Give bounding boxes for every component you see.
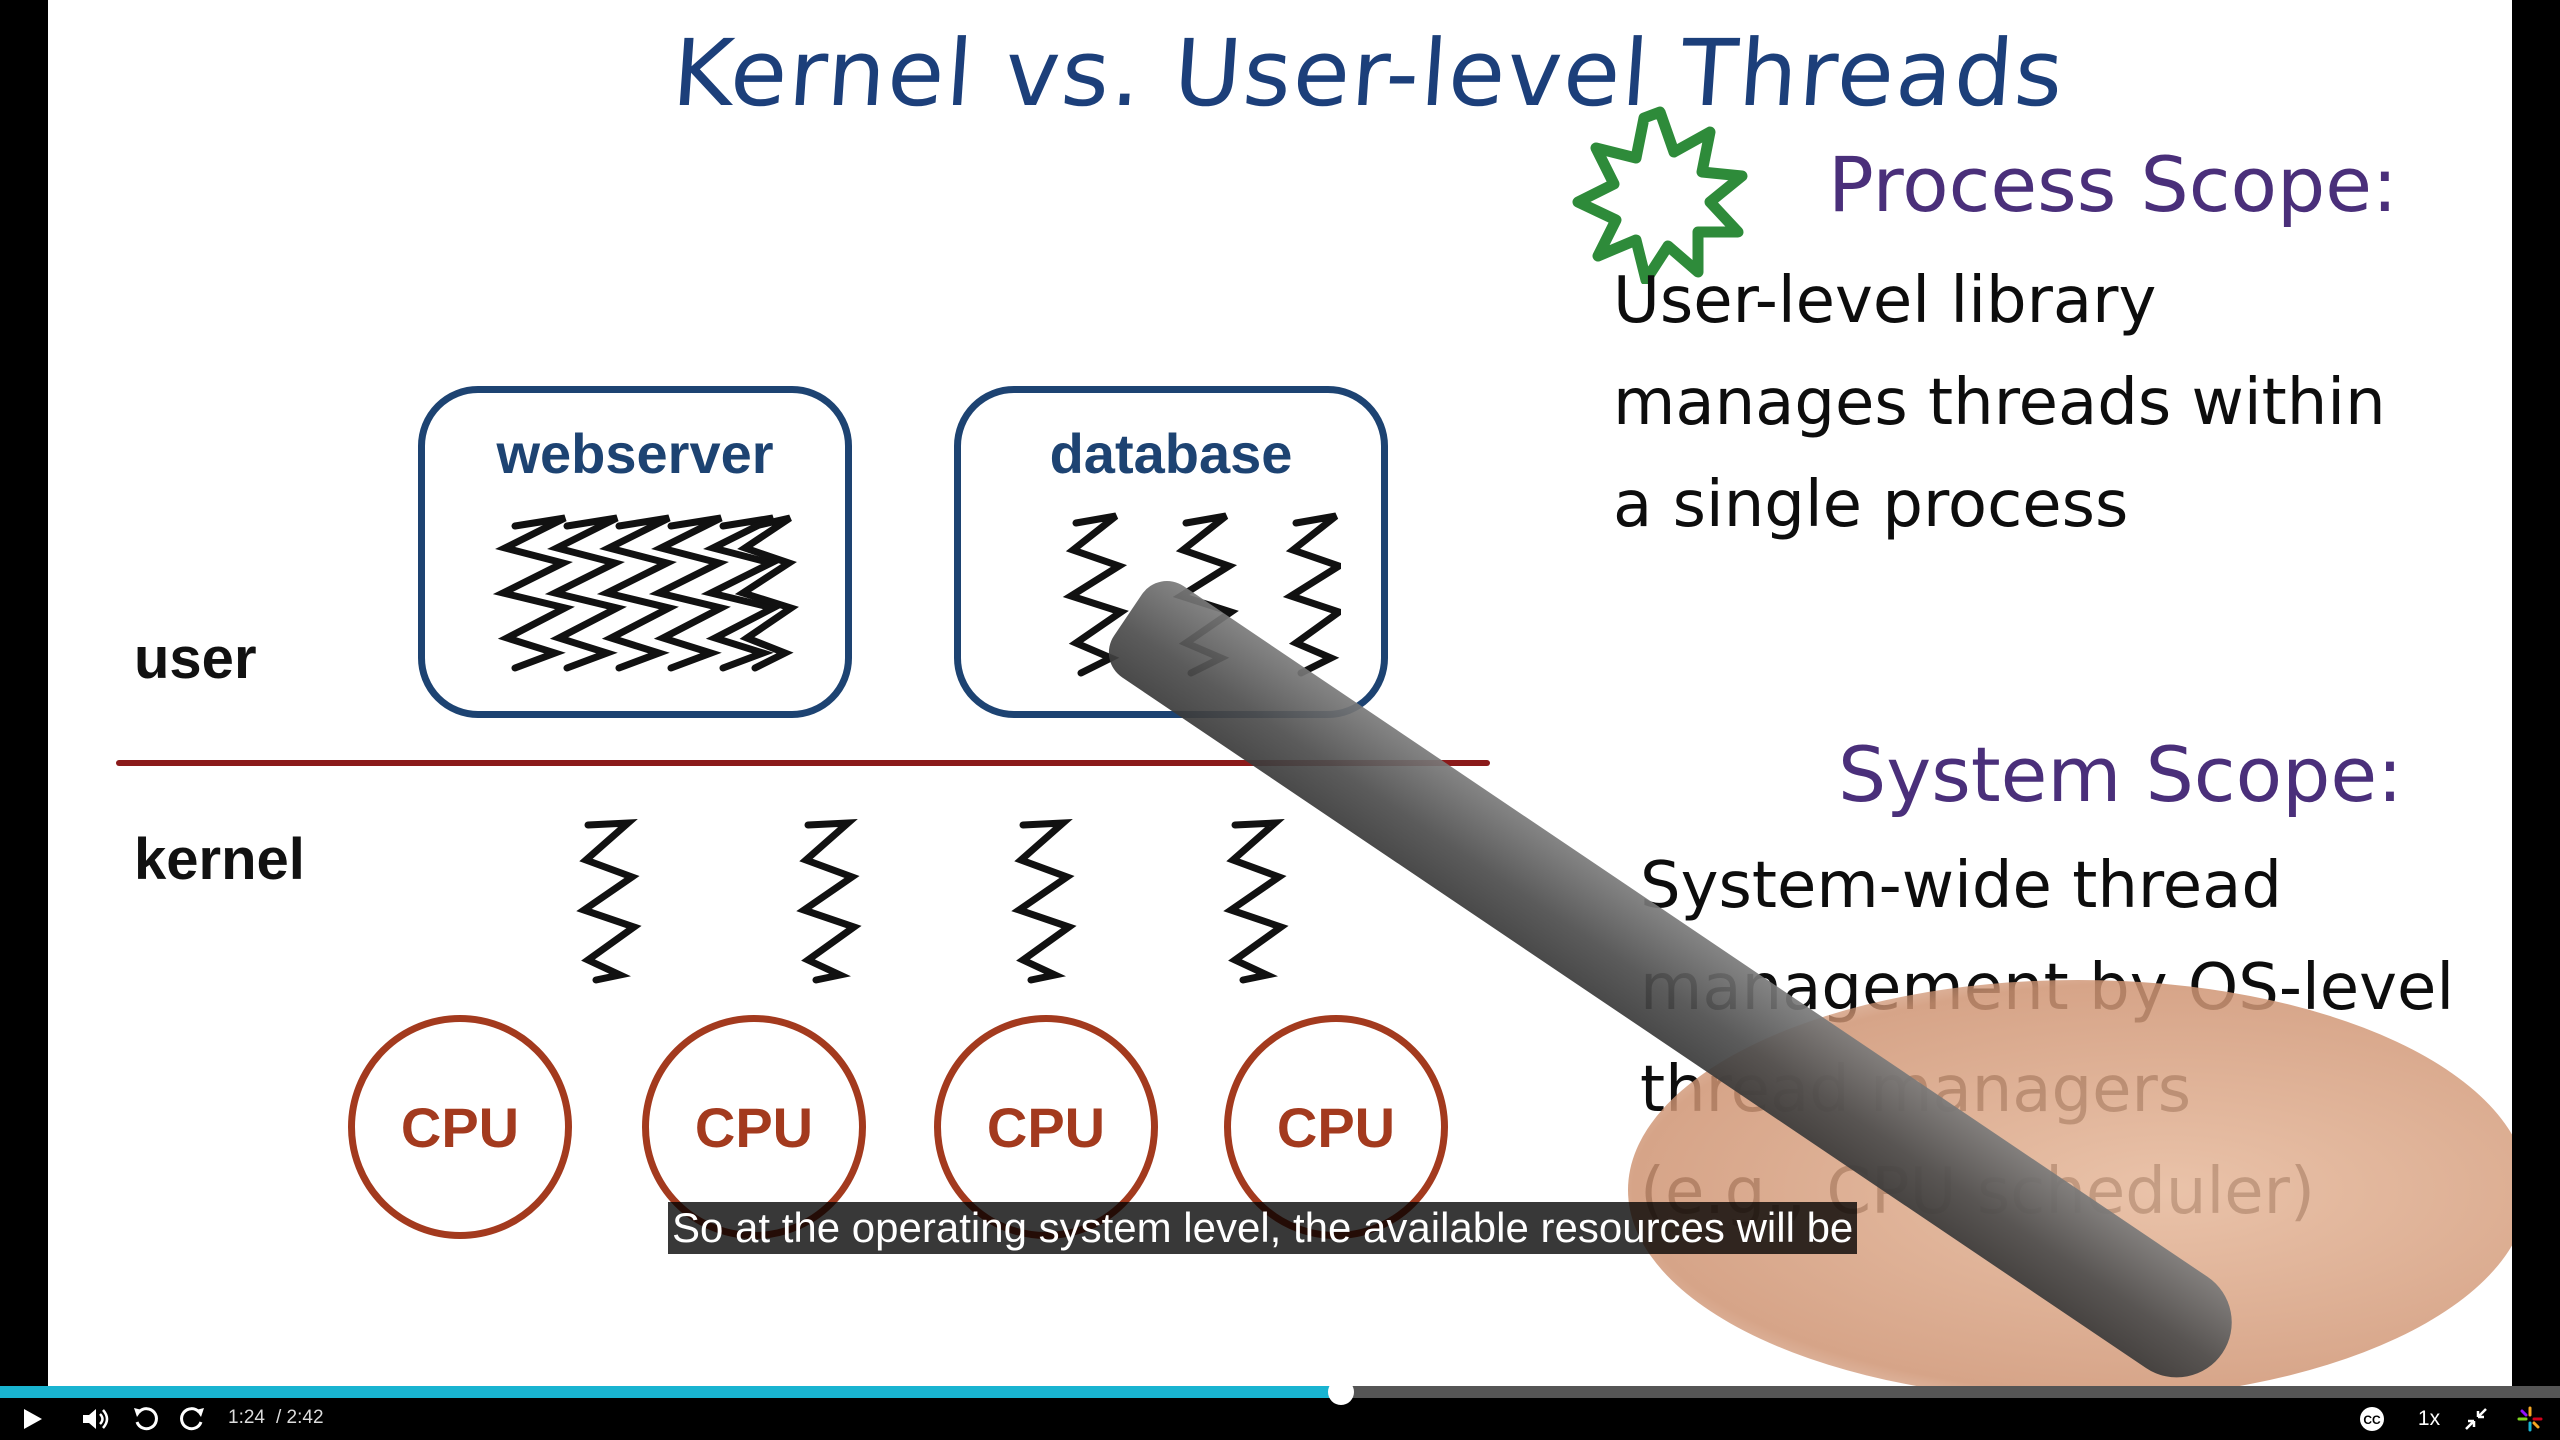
captions-button[interactable]: CC [2352, 1400, 2392, 1438]
star-icon [1572, 106, 1748, 284]
play-icon [24, 1409, 42, 1429]
cpu-circle: CPU [1224, 1015, 1448, 1239]
system-scope-title: System Scope: [1838, 730, 2403, 819]
cpu-label: CPU [1276, 1095, 1396, 1159]
kernel-threads [576, 819, 1289, 984]
user-threads-webserver [492, 514, 799, 672]
progress-handle[interactable] [1328, 1379, 1355, 1405]
logo-button[interactable] [2510, 1400, 2550, 1438]
logo-icon [2517, 1406, 2543, 1432]
webserver-box: webserver [418, 386, 852, 718]
video-frame[interactable]: Kernel vs. User-level Threads webserver … [0, 0, 2560, 1386]
forward-button[interactable] [172, 1400, 212, 1438]
progress-fill [0, 1386, 1342, 1398]
cc-icon: CC [2360, 1407, 2384, 1431]
volume-button[interactable] [76, 1400, 116, 1438]
webserver-label: webserver [496, 422, 774, 485]
exit-fullscreen-icon [2465, 1408, 2487, 1430]
rewind-button[interactable] [126, 1400, 166, 1438]
duration: / 2:42 [276, 1407, 324, 1428]
speed-button[interactable]: 1x [2417, 1407, 2441, 1430]
user-kernel-divider [116, 760, 1490, 766]
database-label: database [1049, 422, 1293, 485]
progress-bar[interactable] [0, 1379, 2560, 1405]
exit-fullscreen-button[interactable] [2456, 1400, 2496, 1438]
process-scope-title: Process Scope: [1828, 140, 2398, 229]
forward-icon [180, 1407, 204, 1431]
play-button[interactable] [14, 1400, 52, 1438]
svg-text:CC: CC [2363, 1413, 2381, 1427]
cpu-label: CPU [986, 1095, 1106, 1159]
cpu-label: CPU [694, 1095, 814, 1159]
current-time: 1:24 [228, 1407, 265, 1428]
volume-icon [83, 1409, 109, 1429]
slide-title: Kernel vs. User-level Threads [669, 20, 2069, 127]
cpu-circle: CPU [348, 1015, 572, 1239]
database-box: database [954, 386, 1388, 718]
rewind-icon [134, 1407, 158, 1431]
kernel-layer-label: kernel [134, 827, 305, 892]
user-layer-label: user [134, 626, 257, 691]
process-scope-text: User-level library manages threads withi… [1613, 264, 2386, 542]
lecture-slide: Kernel vs. User-level Threads webserver … [48, 0, 2512, 1386]
subtitle-caption: So at the operating system level, the av… [668, 1202, 1858, 1254]
cpu-label: CPU [400, 1095, 520, 1159]
